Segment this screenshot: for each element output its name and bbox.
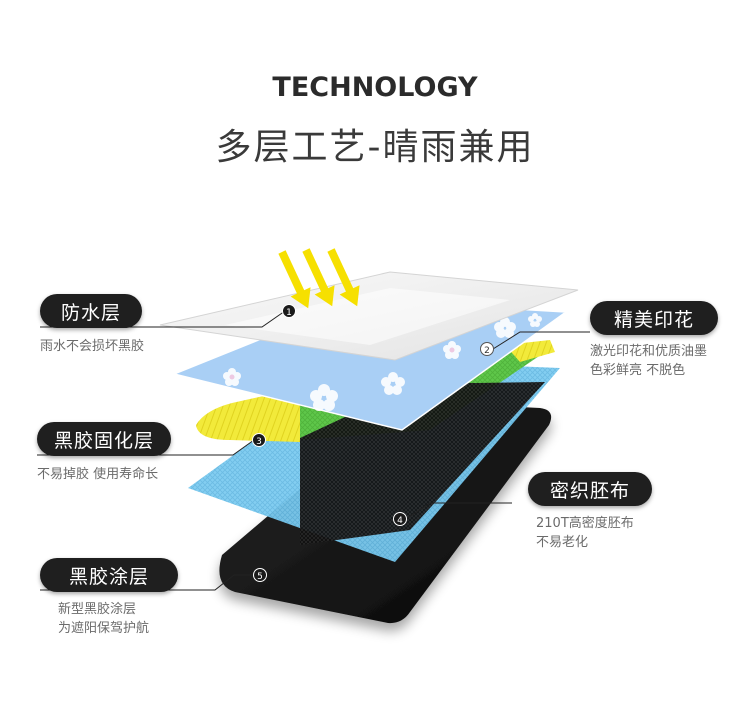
marker-1: 1 [282,304,296,318]
desc-black-coating: 新型黑胶涂层 为遮阳保驾护航 [58,600,149,638]
desc-glue-curing: 不易掉胶 使用寿命长 [37,465,158,484]
desc-print: 激光印花和优质油墨 色彩鲜亮 不脱色 [590,342,707,380]
title-subtitle: 多层工艺-晴雨兼用 [215,127,535,168]
desc-black-coating-line2: 为遮阳保驾护航 [58,621,150,636]
layer-yellow-fabric [196,388,300,442]
marker-5: 5 [253,568,267,582]
title-technology: TECHNOLOGY [272,72,478,103]
marker-1-label: 1 [286,308,292,318]
desc-glue-curing-line1: 不易掉胶 使用寿命长 [37,467,159,482]
marker-2-label: 2 [484,346,490,356]
sun-rays-icon [278,248,360,309]
callout-glue-curing: 黑胶固化层 [37,422,171,456]
desc-woven-fabric-line1: 210T高密度胚布 [536,516,634,531]
marker-3-label: 3 [256,437,262,447]
marker-5-label: 5 [257,572,263,582]
flower-pattern [223,313,542,411]
callout-waterproof: 防水层 [40,294,142,328]
callout-woven-fabric: 密织胚布 [528,472,652,506]
leader-line-4 [405,502,512,520]
layer-woven-mesh [300,382,545,545]
desc-waterproof: 雨水不会损坏黑胶 [40,337,144,356]
desc-print-line2: 色彩鲜亮 不脱色 [590,363,686,378]
callout-black-coating: 黑胶涂层 [40,558,178,592]
callout-print: 精美印花 [590,301,718,335]
layer-waterproof-highlight [225,288,510,345]
marker-2: 2 [480,342,494,356]
marker-4: 4 [393,512,407,526]
desc-woven-fabric: 210T高密度胚布 不易老化 [536,514,634,552]
marker-4-label: 4 [397,516,403,526]
desc-black-coating-line1: 新型黑胶涂层 [58,602,137,617]
desc-print-line1: 激光印花和优质油墨 [590,344,708,359]
desc-waterproof-line1: 雨水不会损坏黑胶 [40,339,145,354]
marker-3: 3 [252,433,266,447]
leader-line-2 [492,331,590,350]
desc-woven-fabric-line2: 不易老化 [536,535,589,550]
